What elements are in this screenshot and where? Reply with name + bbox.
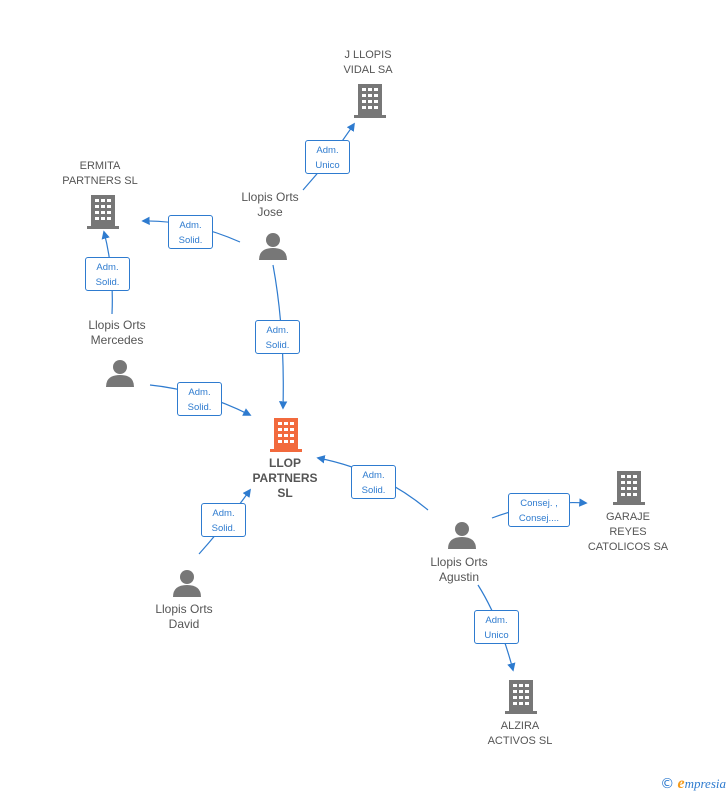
building-icon — [270, 418, 302, 452]
edge-label-line: Adm. — [316, 145, 339, 156]
edge-label-line: Adm. — [179, 220, 202, 231]
person-llopis-orts-david-label[interactable]: Llopis Orts David — [134, 602, 234, 632]
label-line: CATOLICOS SA — [587, 541, 669, 553]
edge-label-line: Solid. — [361, 485, 386, 496]
edge-label-agustin-garaje: Consej. , Consej.... — [508, 493, 570, 527]
label-line: Llopis Orts — [430, 555, 488, 569]
edge-label-agustin-alzira: Adm. Unico — [474, 610, 519, 644]
company-alzira-activos-label[interactable]: ALZIRA ACTIVOS SL — [470, 719, 570, 749]
person-llopis-orts-agustin-label[interactable]: Llopis Orts Agustin — [409, 555, 509, 585]
copyright-icon: © — [660, 776, 675, 792]
edge-label-line: Consej.... — [518, 513, 560, 524]
edge-label-jose-jllopis: Adm. Unico — [305, 140, 350, 174]
person-icon — [173, 570, 201, 597]
edge-label-mercedes-llop: Adm. Solid. — [177, 382, 222, 416]
building-icon — [87, 195, 119, 229]
label-line: ERMITA — [79, 160, 121, 172]
edge-label-line: Consej. , — [520, 498, 558, 509]
label-line: Mercedes — [90, 333, 144, 347]
company-j-llopis-vidal-label[interactable]: J LLOPIS VIDAL SA — [318, 48, 418, 78]
edge-label-line: Solid. — [178, 235, 203, 246]
company-garaje-reyes-label[interactable]: GARAJE REYES CATOLICOS SA — [573, 510, 683, 555]
label-line: Jose — [257, 205, 283, 219]
person-llopis-orts-mercedes-label[interactable]: Llopis Orts Mercedes — [67, 318, 167, 348]
person-icon — [259, 233, 287, 260]
label-line: GARAJE — [605, 511, 650, 523]
edge-label-line: Solid. — [211, 523, 236, 534]
brand-name: mpresia — [684, 776, 726, 791]
label-line: David — [168, 617, 200, 631]
label-line: LLOP — [269, 456, 301, 470]
building-icon — [505, 680, 537, 714]
label-line: Agustin — [438, 570, 480, 584]
person-icon — [106, 360, 134, 387]
edge-label-david-llop: Adm. Solid. — [201, 503, 246, 537]
edge-label-line: Adm. — [188, 387, 211, 398]
label-line: VIDAL SA — [343, 64, 393, 76]
person-llopis-orts-jose-label[interactable]: Llopis Orts Jose — [220, 190, 320, 220]
label-line: ALZIRA — [500, 720, 540, 732]
label-line: REYES — [609, 526, 647, 538]
edge-label-line: Solid. — [187, 402, 212, 413]
label-line: PARTNERS SL — [62, 175, 138, 187]
label-line: PARTNERS — [252, 471, 318, 485]
company-ermita-partners-label[interactable]: ERMITA PARTNERS SL — [50, 159, 150, 189]
brand-initial: e — [677, 775, 685, 792]
edge-label-line: Unico — [484, 630, 509, 641]
edge-label-mercedes-ermita: Adm. Solid. — [85, 257, 130, 291]
edge-label-line: Adm. — [96, 262, 119, 273]
label-line: SL — [277, 486, 293, 500]
edge-label-line: Solid. — [95, 277, 120, 288]
company-llop-partners-label[interactable]: LLOP PARTNERS SL — [235, 456, 335, 501]
empresia-watermark[interactable]: © empresia — [660, 775, 726, 793]
edge-label-jose-ermita: Adm. Solid. — [168, 215, 213, 249]
label-line: Llopis Orts — [155, 602, 213, 616]
label-line: Llopis Orts — [241, 190, 299, 204]
edge-label-line: Solid. — [265, 340, 290, 351]
edge-label-line: Adm. — [266, 325, 289, 336]
edge-label-jose-llop: Adm. Solid. — [255, 320, 300, 354]
label-line: Llopis Orts — [88, 318, 146, 332]
label-line: ACTIVOS SL — [487, 735, 553, 747]
edge-label-line: Unico — [315, 160, 340, 171]
edge-label-line: Adm. — [362, 470, 385, 481]
building-icon — [613, 471, 645, 505]
label-line: J LLOPIS — [344, 49, 392, 61]
edge-label-line: Adm. — [212, 508, 235, 519]
person-icon — [448, 522, 476, 549]
edge-label-agustin-llop: Adm. Solid. — [351, 465, 396, 499]
building-icon — [354, 84, 386, 118]
edge-label-line: Adm. — [485, 615, 508, 626]
